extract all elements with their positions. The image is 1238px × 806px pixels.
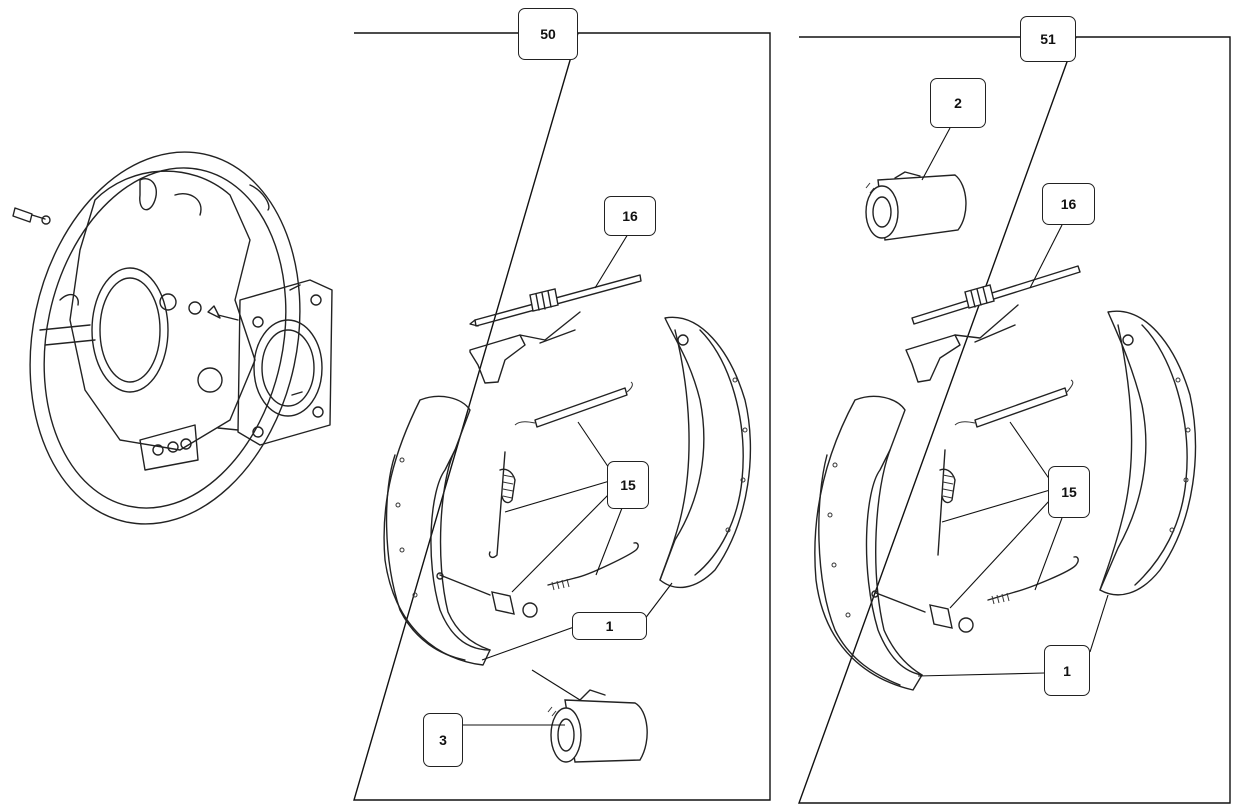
- panel-50-label: 50: [518, 8, 578, 60]
- p50-brake-shoe-right: [659, 316, 752, 589]
- p51-brake-shoe-right: [1099, 310, 1197, 596]
- p51-leader-lines: [917, 127, 1109, 677]
- backing-plate-drawing: [12, 151, 333, 525]
- p50-brake-shoe-left: [383, 395, 491, 666]
- callout-51-2: 2: [930, 78, 986, 128]
- p51-springs: [871, 379, 1079, 633]
- callout-50-3: 3: [423, 713, 463, 767]
- panel-51-label: 51: [1020, 16, 1076, 62]
- callout-51-16: 16: [1042, 183, 1095, 225]
- p51-wheel-cylinder: [865, 171, 967, 241]
- callout-50-1: 1: [572, 612, 647, 640]
- callout-50-15: 15: [607, 461, 649, 509]
- callout-51-1: 1: [1044, 645, 1090, 696]
- p50-wheel-cylinder: [547, 689, 648, 763]
- panel-50-frame: [353, 32, 771, 801]
- p50-adjuster-strut: [469, 274, 642, 384]
- p51-brake-shoe-left: [814, 395, 923, 691]
- p51-adjuster-strut: [905, 265, 1081, 383]
- p50-springs: [436, 381, 639, 618]
- callout-50-16: 16: [604, 196, 656, 236]
- panel-51-frame: [798, 36, 1231, 804]
- callout-51-15: 15: [1048, 466, 1090, 518]
